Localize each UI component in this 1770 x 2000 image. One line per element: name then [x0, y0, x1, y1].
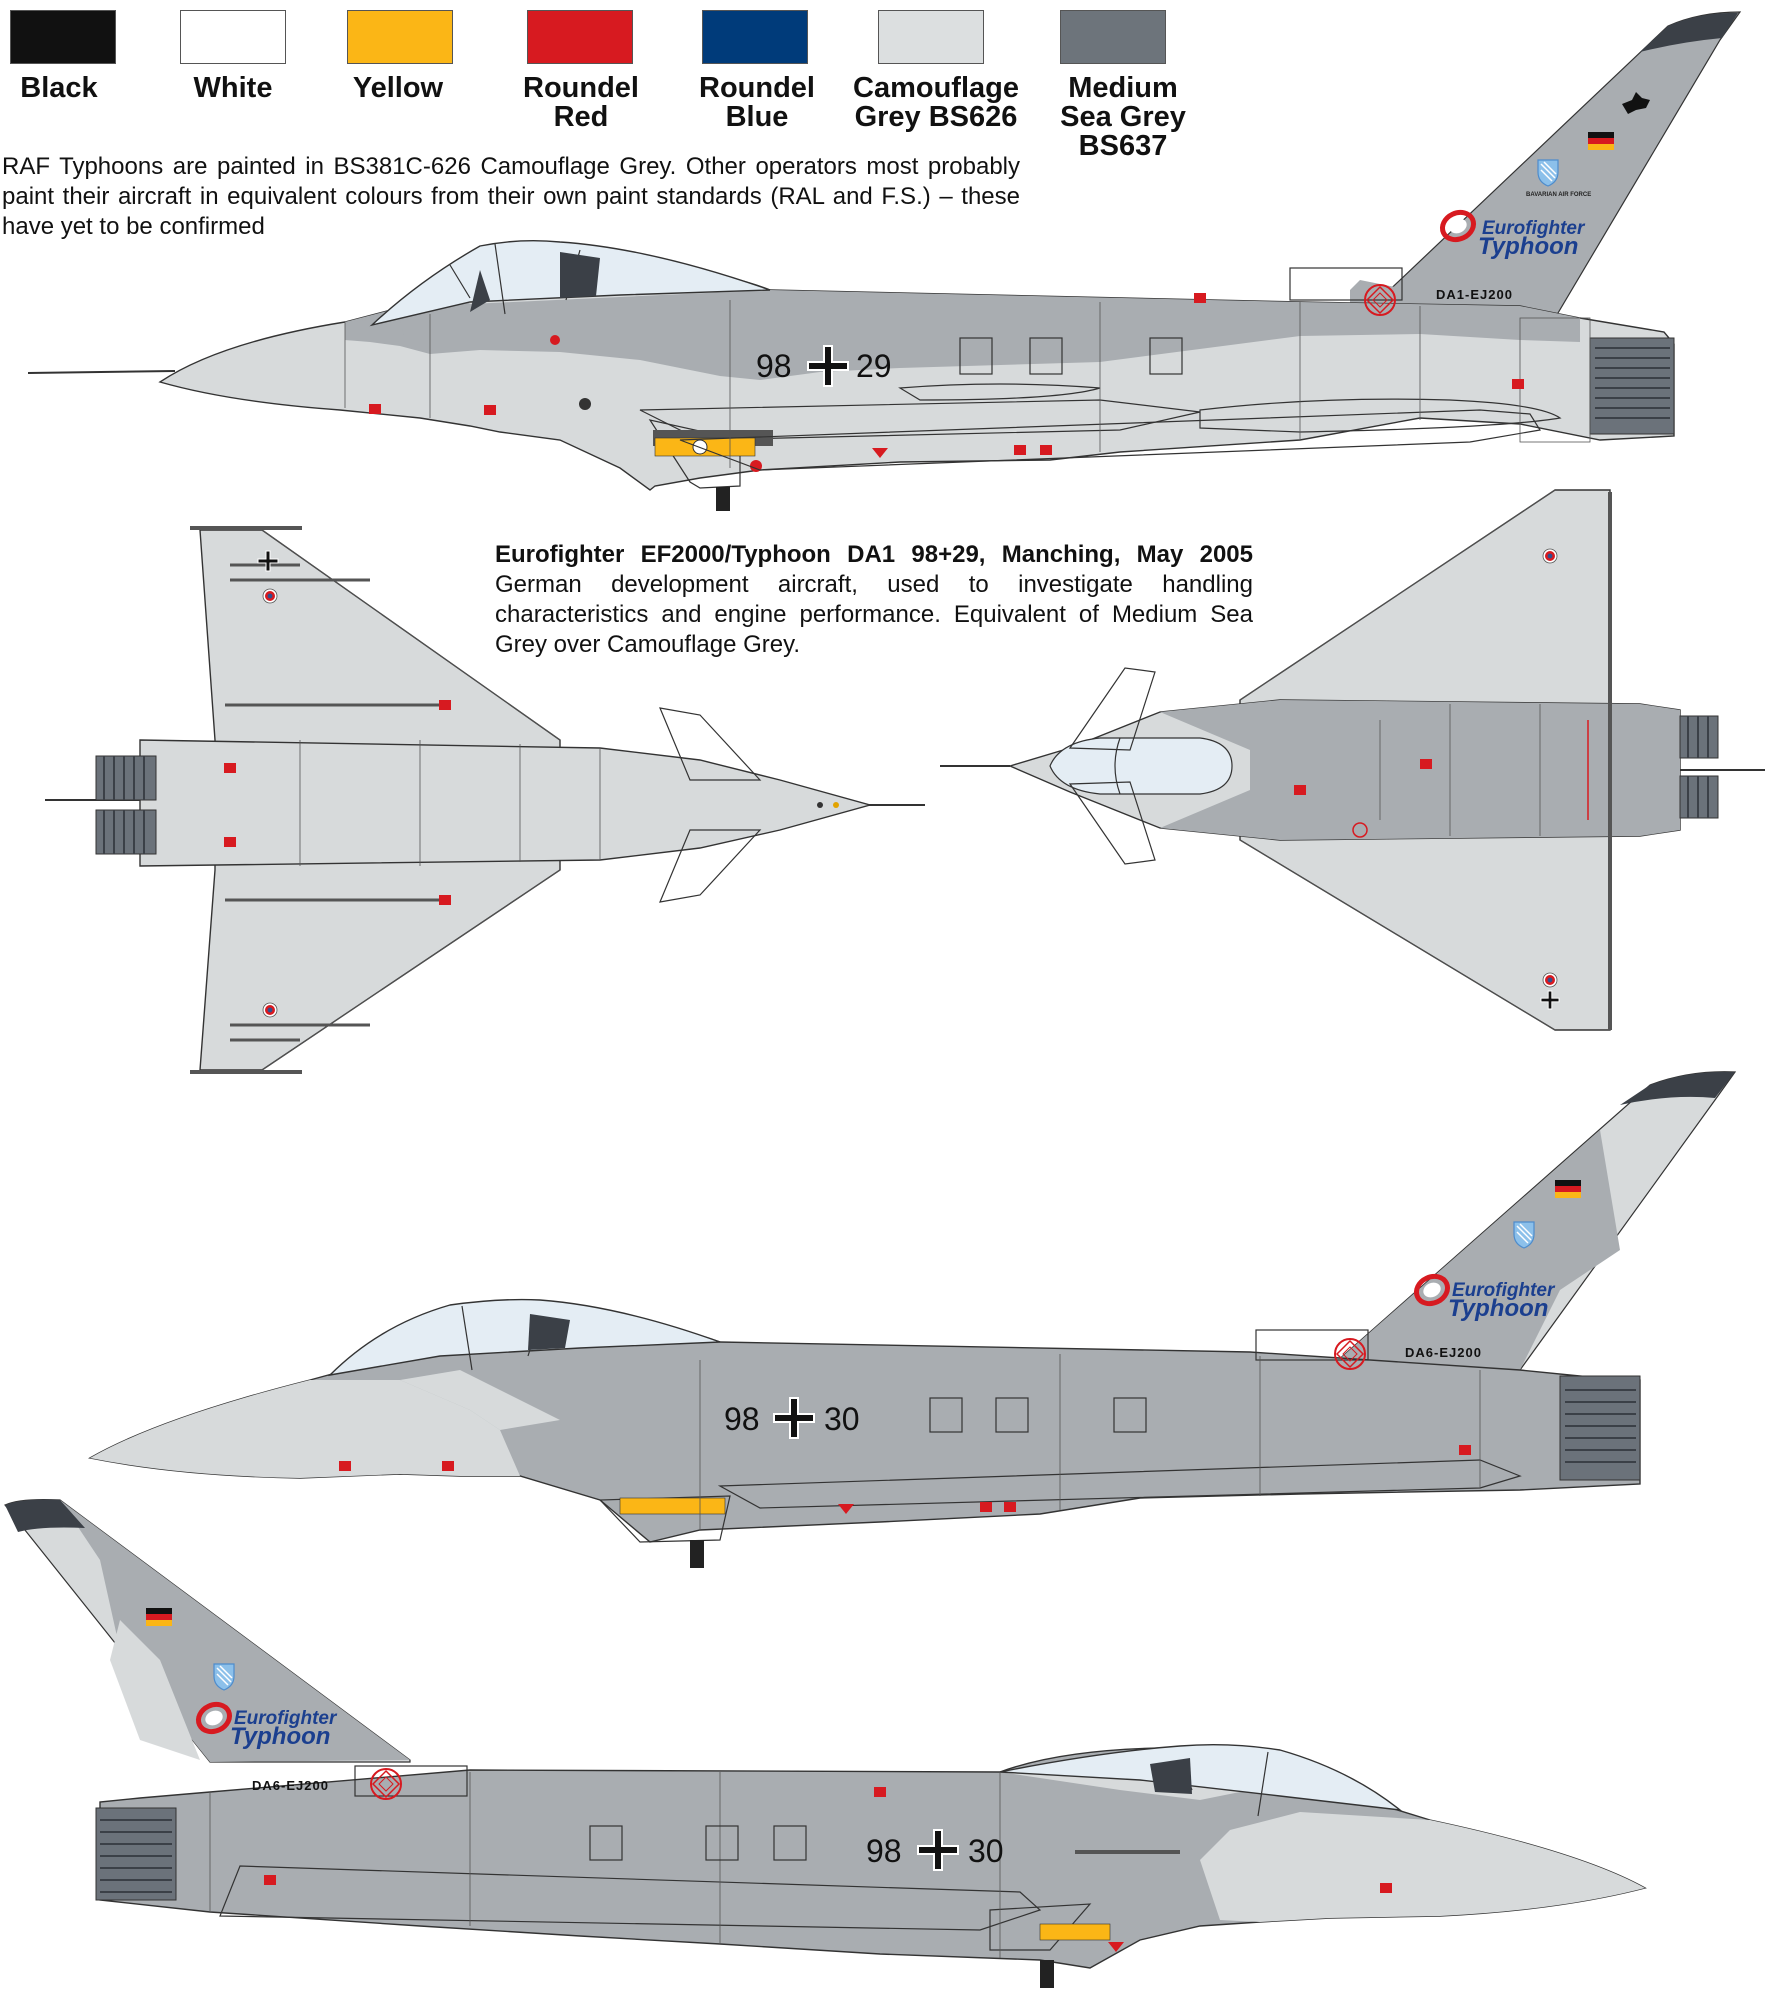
canopy-da6-left [327, 1298, 721, 1377]
swatch-label-yellow: Yellow [352, 72, 444, 104]
serial-right-da1: 29 [856, 348, 892, 384]
colour-swatch-yellow [347, 10, 453, 64]
colour-swatch-roundel-red [527, 10, 633, 64]
logo-line2-da6-b: Typhoon [230, 1723, 330, 1750]
colour-swatch-roundel-blue [702, 10, 808, 64]
swatch-label-white: White [193, 72, 273, 104]
serial-left-da1: 98 [756, 348, 792, 384]
logo-line2-da1: Typhoon [1478, 233, 1578, 260]
logo-line1-da1: Eurofighter [1482, 218, 1586, 239]
canopy-da6-right [999, 1743, 1403, 1811]
serial-left-da6-b: 98 [866, 1833, 902, 1869]
side-view-da6-left: 98 30 DA6-EJ200 Eurofighter Typhoon [88, 1071, 1737, 1568]
colour-swatch-white [180, 10, 286, 64]
fin-code-da1: DA1-EJ200 [1436, 287, 1513, 302]
fin-code-da6-a: DA6-EJ200 [1405, 1345, 1482, 1360]
caption-body: German development aircraft, used to inv… [495, 571, 1253, 658]
aircraft-caption: Eurofighter EF2000/Typhoon DA1 98+29, Ma… [495, 540, 1253, 660]
logo-line1-da6-b: Eurofighter [234, 1708, 338, 1729]
fin-code-da6-b: DA6-EJ200 [252, 1778, 329, 1793]
caption-title: Eurofighter EF2000/Typhoon DA1 98+29, Ma… [495, 541, 1253, 568]
paint-note: RAF Typhoons are painted in BS381C-626 C… [2, 153, 1020, 240]
logo-line2-da6-a: Typhoon [1448, 1295, 1548, 1322]
logo-line1-da6-a: Eurofighter [1452, 1280, 1556, 1301]
canopy-underside [1049, 737, 1233, 795]
colour-swatch-camouflage-grey [878, 10, 984, 64]
colour-swatch-black [10, 10, 116, 64]
serial-left-da6-a: 98 [724, 1401, 760, 1437]
colour-swatch-medium-sea-grey [1060, 10, 1166, 64]
serial-right-da6-a: 30 [824, 1401, 860, 1437]
serial-right-da6-b: 30 [968, 1833, 1004, 1869]
fin-text-bavarian: BAVARIAN AIR FORCE [1526, 192, 1591, 198]
plan-view-top [45, 526, 925, 1074]
side-view-da6-right: 98 30 DA6-EJ200 Eurofighter Typhoon [4, 1498, 1647, 1988]
plan-view-underside [940, 489, 1765, 1031]
swatch-label-black: Black [20, 72, 98, 104]
side-view-da1: 98 29 DA1-EJ200 BAVARIAN AIR FORCE Eurof… [27, 11, 1742, 511]
